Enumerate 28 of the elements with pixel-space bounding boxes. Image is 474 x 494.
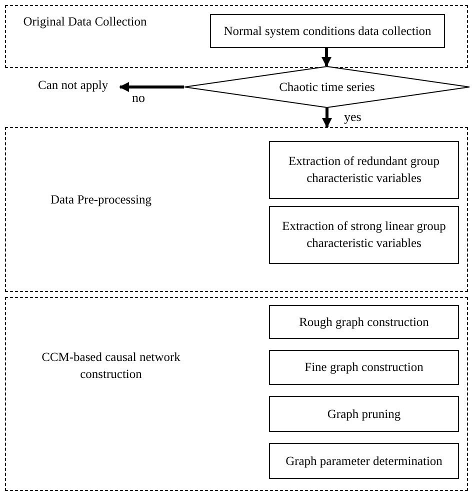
process-box [269,305,459,339]
process-box [269,443,459,479]
dashed-group-box [5,127,468,292]
dashed-group-box [5,297,468,491]
box-label: Fine graph construction [304,359,424,376]
arrow [119,82,184,92]
box-label: Rough graph construction [299,314,429,330]
edge-label: yes [344,110,362,123]
arrow [322,47,332,67]
group-label: CCM-based causal network construction [40,349,182,383]
process-box [269,141,459,199]
decision-diamond [184,66,470,108]
group-label: Data Pre-processing [49,192,152,208]
box-label: Graph pruning [327,406,401,422]
arrow [322,108,332,128]
process-box [269,396,459,432]
box-label: Normal system conditions data collection [224,22,432,40]
process-box [269,350,459,385]
process-box [269,206,459,264]
box-label: Extraction of redundant group characteristic variables [288,153,440,187]
box-label: Extraction of strong linear group characteristic variables [281,218,447,252]
decision-label: Chaotic time series [279,80,375,94]
process-box [210,14,445,48]
dashed-group-box [5,5,468,68]
group-label: Original Data Collection [22,14,148,30]
outcome-label: Can not apply [38,78,108,92]
box-label: Graph parameter determination [286,452,442,470]
edge-label: no [132,91,145,104]
